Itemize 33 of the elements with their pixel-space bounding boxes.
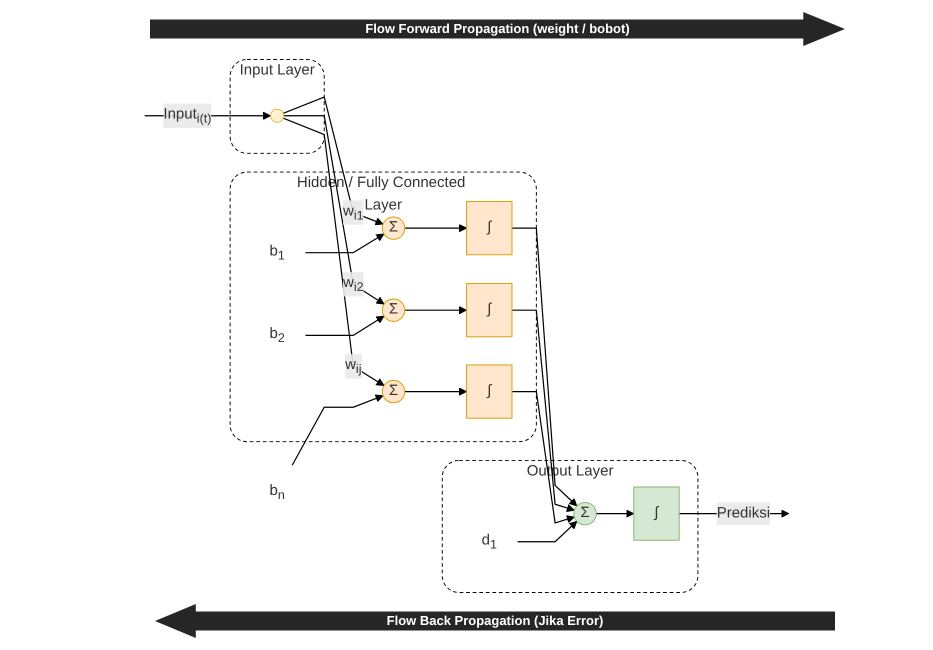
- arrow: [512, 310, 575, 512]
- node-circle: Σ: [382, 298, 405, 322]
- edge-label: w$_{ij}$: [344, 356, 362, 376]
- node-text: b$_{2}$: [269, 326, 285, 345]
- arrow: [517, 520, 578, 542]
- node-circle: Σ: [382, 216, 405, 240]
- node-text: d$_{1}$: [481, 532, 497, 552]
- edge-label: w$_{i1}$: [342, 203, 364, 222]
- arrow: [404, 306, 467, 314]
- arrow: [404, 224, 467, 232]
- node-circle: Σ: [573, 502, 596, 526]
- edge-label: w$_{i2}$: [342, 274, 364, 294]
- node-box: ∫: [633, 486, 680, 541]
- arrow: [305, 234, 384, 254]
- arrow: [284, 115, 384, 304]
- arrow: [282, 96, 384, 226]
- node-circle: [270, 108, 284, 123]
- node-box: ∫: [466, 364, 512, 419]
- arrow: [404, 387, 467, 396]
- arrow: [512, 228, 578, 506]
- node-circle: Σ: [382, 380, 405, 404]
- arrow: [596, 509, 634, 518]
- node-box: ∫: [466, 201, 512, 256]
- edge-label: Prediksi: [716, 505, 770, 522]
- arrow: [282, 118, 384, 386]
- arrow: [305, 316, 384, 336]
- node-text: b$_{n}$: [269, 482, 285, 502]
- edge-label: Input$_{i(t)}$: [163, 106, 212, 126]
- arrow: [512, 390, 575, 524]
- cluster: Input Layer: [229, 59, 324, 154]
- node-box: ∫: [466, 283, 512, 338]
- node-text: b$_{1}$: [269, 243, 285, 262]
- arrow: [291, 394, 384, 466]
